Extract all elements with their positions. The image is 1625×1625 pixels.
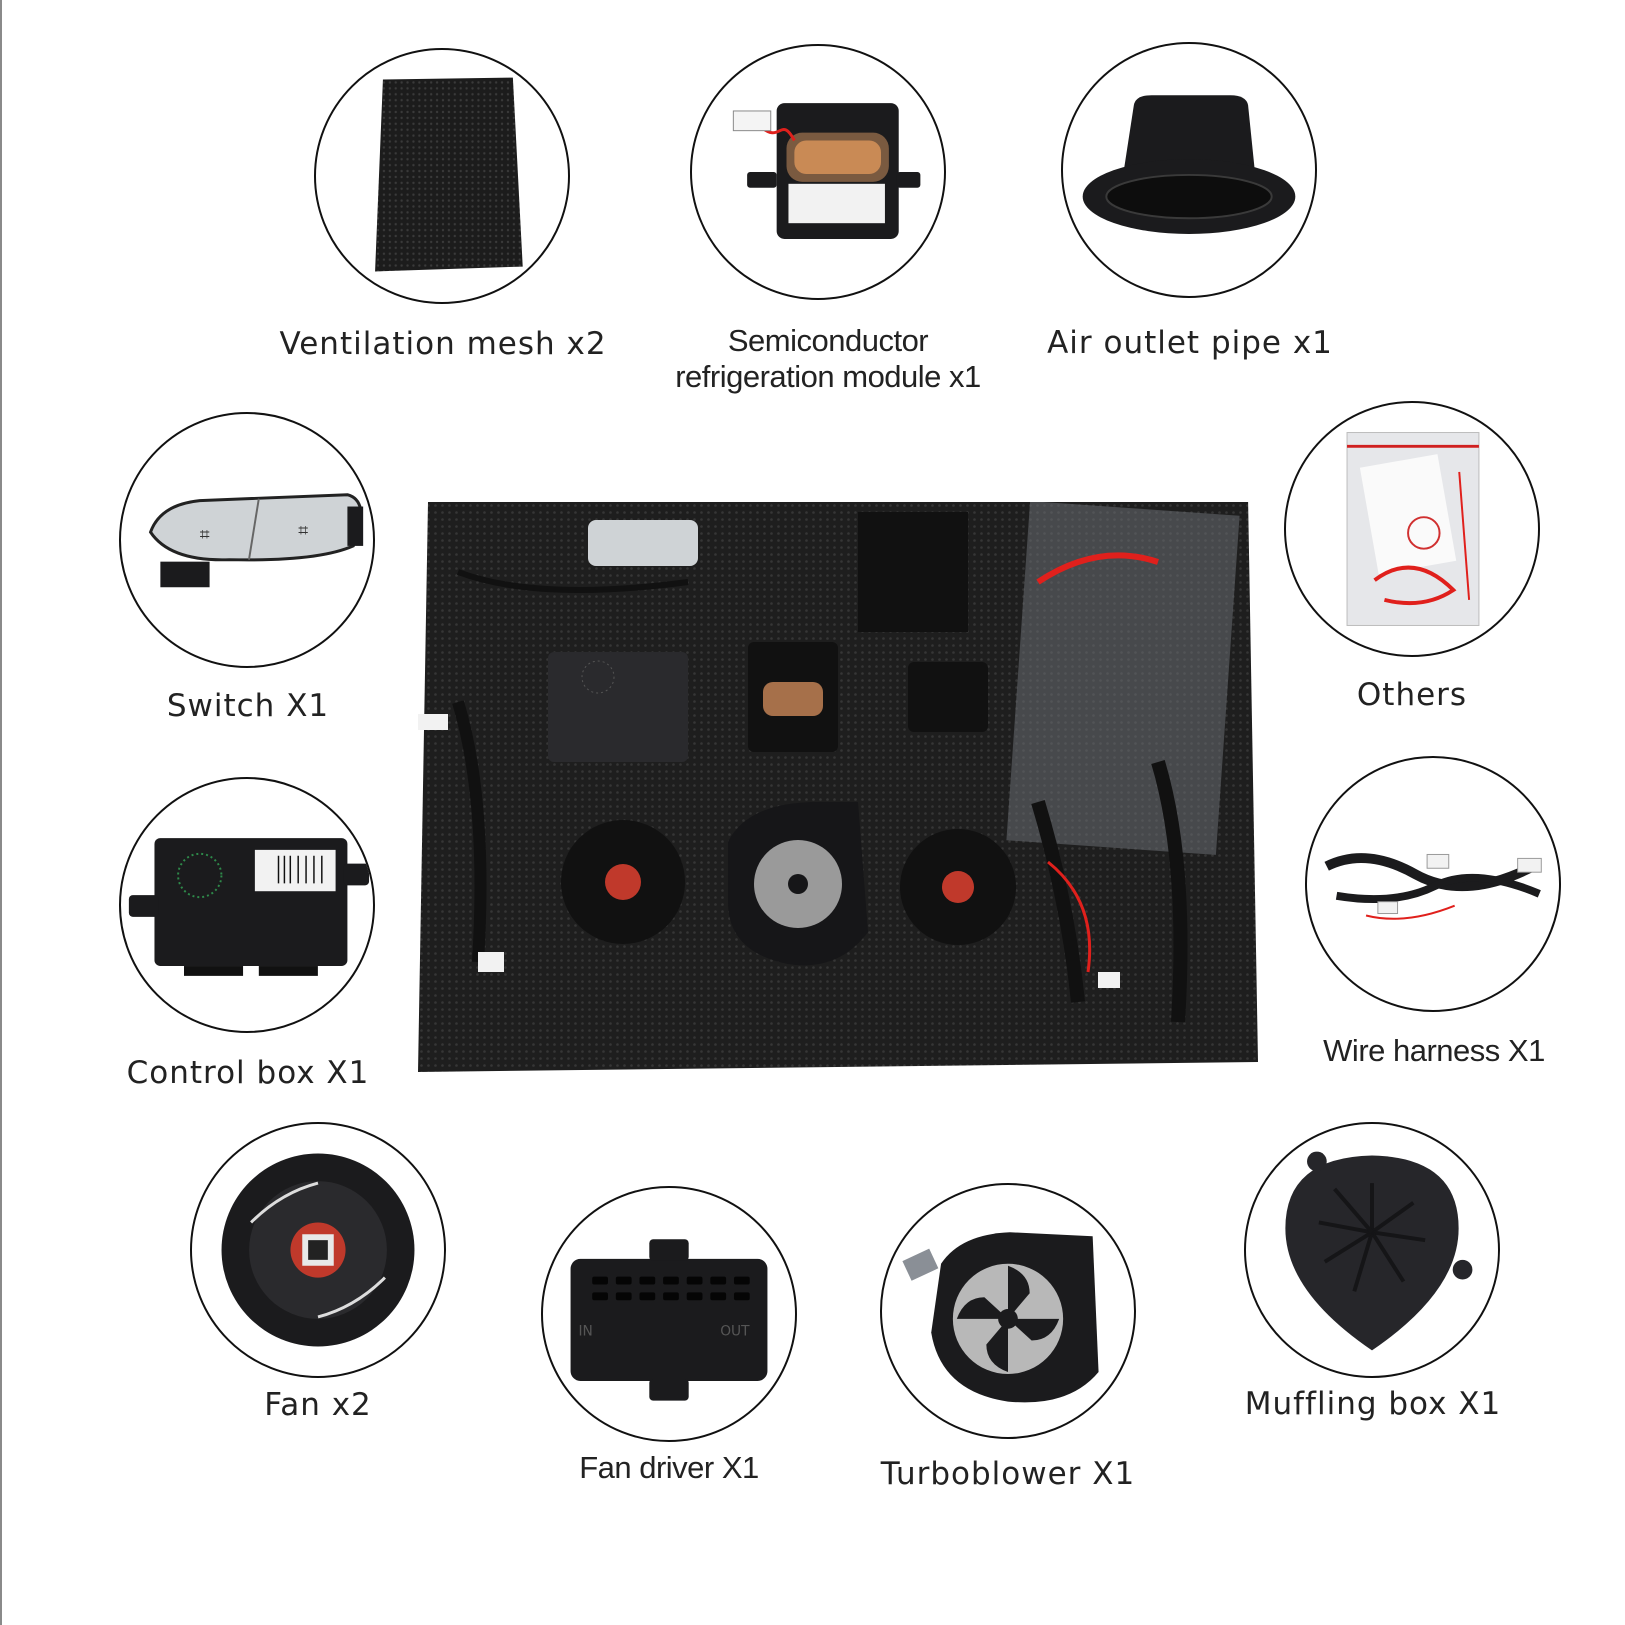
switch-photo: ⌗ ⌗ <box>119 412 375 668</box>
control-box-label: Control box X1 <box>126 1055 370 1091</box>
fan-driver-out-text: OUT <box>720 1324 750 1340</box>
wire-harness-label: Wire harness X1 <box>1323 1033 1545 1068</box>
kit-overview-icon <box>418 502 1258 1072</box>
air-outlet-pipe-icon <box>1082 95 1296 234</box>
others-label: Others <box>1356 677 1468 713</box>
refrigeration-module-label-line2: refrigeration module x1 <box>675 359 981 394</box>
fan-driver-photo: IN OUT <box>541 1186 797 1442</box>
fan-label: Fan x2 <box>264 1387 372 1423</box>
air-outlet-pipe-label: Air outlet pipe x1 <box>1047 325 1333 361</box>
cooling-fan-icon <box>221 1153 415 1347</box>
ventilation-mesh-photo <box>314 48 570 304</box>
ventilation-mesh-icon <box>375 77 523 272</box>
control-box-icon <box>128 838 370 976</box>
turboblower-photo <box>880 1183 1136 1439</box>
muffling-box-icon <box>1285 1151 1473 1351</box>
switch-label: Switch X1 <box>166 688 330 724</box>
refrigeration-module-icon <box>732 103 921 239</box>
ventilation-mesh-label: Ventilation mesh x2 <box>279 326 607 362</box>
svg-text:⌗: ⌗ <box>298 521 308 541</box>
kit-overview-photo <box>418 502 1268 1072</box>
accessory-bag-icon <box>1346 432 1480 626</box>
svg-text:⌗: ⌗ <box>200 525 210 545</box>
air-outlet-pipe-photo <box>1061 42 1317 298</box>
turboblower-label: Turboblower X1 <box>880 1456 1136 1492</box>
refrigeration-module-label-line1: Semiconductor <box>727 323 929 358</box>
seat-switch-icon: ⌗ ⌗ <box>148 493 364 588</box>
fan-driver-icon: IN OUT <box>570 1239 768 1401</box>
wire-harness-icon <box>1324 853 1542 920</box>
wire-harness-photo <box>1305 756 1561 1012</box>
left-border-line <box>0 0 2 1625</box>
muffling-box-photo <box>1244 1122 1500 1378</box>
others-photo <box>1284 401 1540 657</box>
control-box-photo <box>119 777 375 1033</box>
fan-driver-in-text: IN <box>578 1324 592 1340</box>
muffling-box-label: Muffling box X1 <box>1244 1386 1502 1422</box>
refrigeration-module-photo <box>690 44 946 300</box>
fan-driver-label: Fan driver X1 <box>579 1450 759 1485</box>
fan-photo <box>190 1122 446 1378</box>
turboblower-icon <box>902 1232 1099 1403</box>
